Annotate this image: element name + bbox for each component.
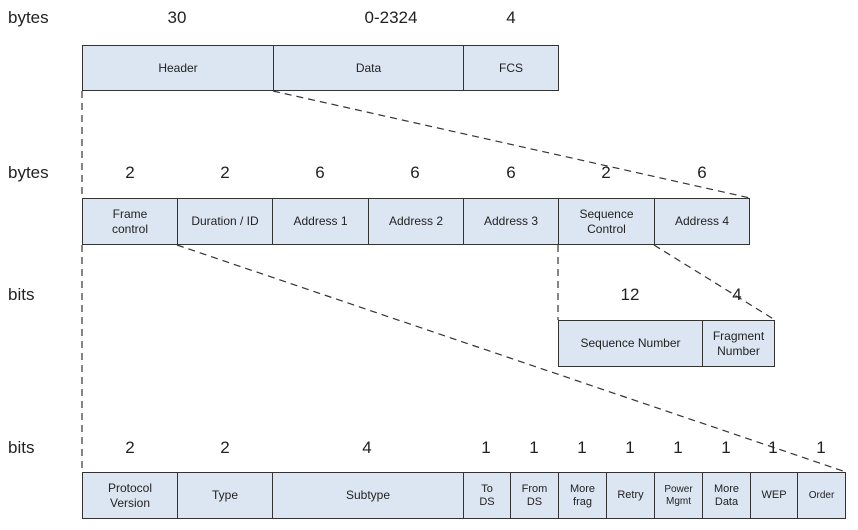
- row-3-size: 1: [816, 438, 826, 457]
- row-0-size: 0-2324: [364, 8, 418, 27]
- field-data: Data: [273, 45, 464, 91]
- row-0-size: 4: [506, 8, 516, 27]
- row-1-size: 2: [220, 163, 230, 182]
- field-address-1: Address 1: [272, 198, 369, 245]
- row-3-size: 1: [721, 438, 731, 457]
- field-fragment-number: Fragment Number: [702, 320, 775, 367]
- field-to-ds: To DS: [463, 472, 511, 519]
- field-more-data: More Data: [702, 472, 751, 519]
- row-1-size: 2: [125, 163, 135, 182]
- row-3-size: 4: [362, 438, 372, 457]
- row-0-size: 30: [167, 8, 187, 27]
- row-2-unit-label: bits: [8, 285, 35, 304]
- row-0-unit-label: bytes: [8, 8, 49, 27]
- row-1-size: 2: [601, 163, 611, 182]
- field-address-2: Address 2: [368, 198, 464, 245]
- row-1-size: 6: [506, 163, 516, 182]
- field-order: Order: [797, 472, 846, 519]
- connector-header-right: [272, 90, 751, 199]
- field-retry: Retry: [606, 472, 655, 519]
- field-wep: WEP: [750, 472, 798, 519]
- row-3-size: 1: [673, 438, 683, 457]
- field-from-ds: From DS: [510, 472, 559, 519]
- row-3-size: 1: [625, 438, 635, 457]
- row-3-unit-label: bits: [8, 438, 35, 457]
- row-3-size: 1: [529, 438, 539, 457]
- row-2-size: 12: [620, 285, 640, 304]
- row-3-size: 2: [220, 438, 230, 457]
- connector-framectl-right: [176, 244, 847, 473]
- field-frame-control: Frame control: [82, 198, 178, 245]
- row-2-size: 4: [732, 285, 742, 304]
- field-address-4: Address 4: [654, 198, 750, 245]
- field-duration-id: Duration / ID: [177, 198, 273, 245]
- field-subtype: Subtype: [272, 472, 464, 519]
- row-1-size: 6: [410, 163, 420, 182]
- field-more-frag: More frag: [558, 472, 607, 519]
- row-1-size: 6: [697, 163, 707, 182]
- field-power-mgmt: Power Mgmt: [654, 472, 703, 519]
- row-3-size: 2: [125, 438, 135, 457]
- connector-seqctl-right: [653, 244, 776, 321]
- row-3-size: 1: [481, 438, 491, 457]
- row-1-unit-label: bytes: [8, 163, 49, 182]
- field-header: Header: [82, 45, 274, 91]
- row-1-size: 6: [315, 163, 325, 182]
- field-fcs: FCS: [463, 45, 559, 91]
- field-address-3: Address 3: [463, 198, 559, 245]
- field-protocol-version: Protocol Version: [82, 472, 178, 519]
- field-sequence-number: Sequence Number: [558, 320, 703, 367]
- field-sequence-control: Sequence Control: [558, 198, 655, 245]
- field-type: Type: [177, 472, 273, 519]
- row-3-size: 1: [577, 438, 587, 457]
- row-3-size: 1: [768, 438, 778, 457]
